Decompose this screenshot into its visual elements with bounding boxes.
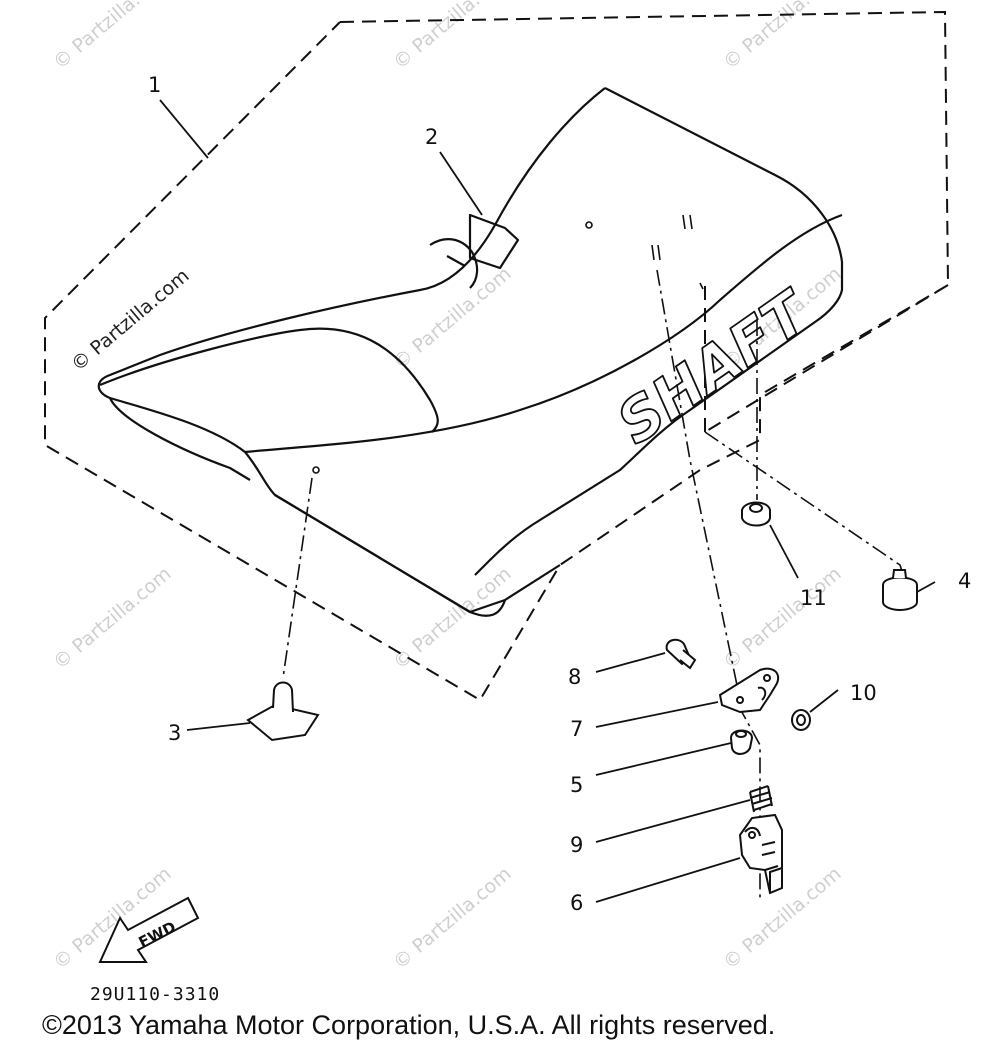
part-8-bolt bbox=[665, 638, 697, 670]
callout-7: 7 bbox=[570, 717, 583, 741]
watermark: © Partzilla.com bbox=[719, 0, 845, 74]
assembly-boundary bbox=[44, 10, 950, 702]
callout-5: 5 bbox=[570, 773, 583, 797]
callout-2: 2 bbox=[425, 125, 438, 149]
callout-10: 10 bbox=[850, 681, 877, 705]
watermark: © Partzilla.com bbox=[49, 0, 175, 74]
seat: SHAFT bbox=[97, 87, 844, 617]
part-9-spring bbox=[749, 785, 773, 813]
watermark: © Partzilla.com bbox=[389, 863, 515, 974]
copyright-notice: ©2013 Yamaha Motor Corporation, U.S.A. A… bbox=[42, 1010, 776, 1040]
callout-8: 8 bbox=[568, 665, 581, 689]
watermark: © Partzilla.com bbox=[389, 0, 515, 74]
callout-9: 9 bbox=[570, 833, 583, 857]
callout-11: 11 bbox=[800, 586, 827, 610]
part-11-grommet bbox=[741, 501, 771, 527]
watermark: © Partzilla.com bbox=[719, 563, 845, 674]
part-10-nut bbox=[791, 709, 811, 731]
watermarks: © Partzilla.com © Partzilla.com © Partzi… bbox=[49, 0, 845, 974]
part-5-collar bbox=[729, 729, 754, 755]
part-7-bracket bbox=[718, 667, 780, 714]
seat-label-shaft: SHAFT bbox=[605, 276, 823, 457]
mount-dots bbox=[312, 214, 704, 474]
callout-numbers: 1 2 3 4 5 6 7 8 9 10 11 bbox=[148, 73, 971, 915]
part-code: 29U110-3310 bbox=[90, 984, 220, 1005]
callout-3: 3 bbox=[168, 721, 181, 745]
callout-lines bbox=[159, 99, 936, 903]
part-4-damper bbox=[882, 569, 918, 611]
watermark: © Partzilla.com bbox=[49, 563, 175, 674]
callout-4: 4 bbox=[958, 569, 971, 593]
part-6-lock bbox=[738, 813, 783, 895]
callout-1: 1 bbox=[148, 73, 161, 97]
callout-6: 6 bbox=[570, 891, 583, 915]
watermark: © Partzilla.com bbox=[389, 263, 515, 374]
part-3-clip bbox=[246, 681, 320, 742]
